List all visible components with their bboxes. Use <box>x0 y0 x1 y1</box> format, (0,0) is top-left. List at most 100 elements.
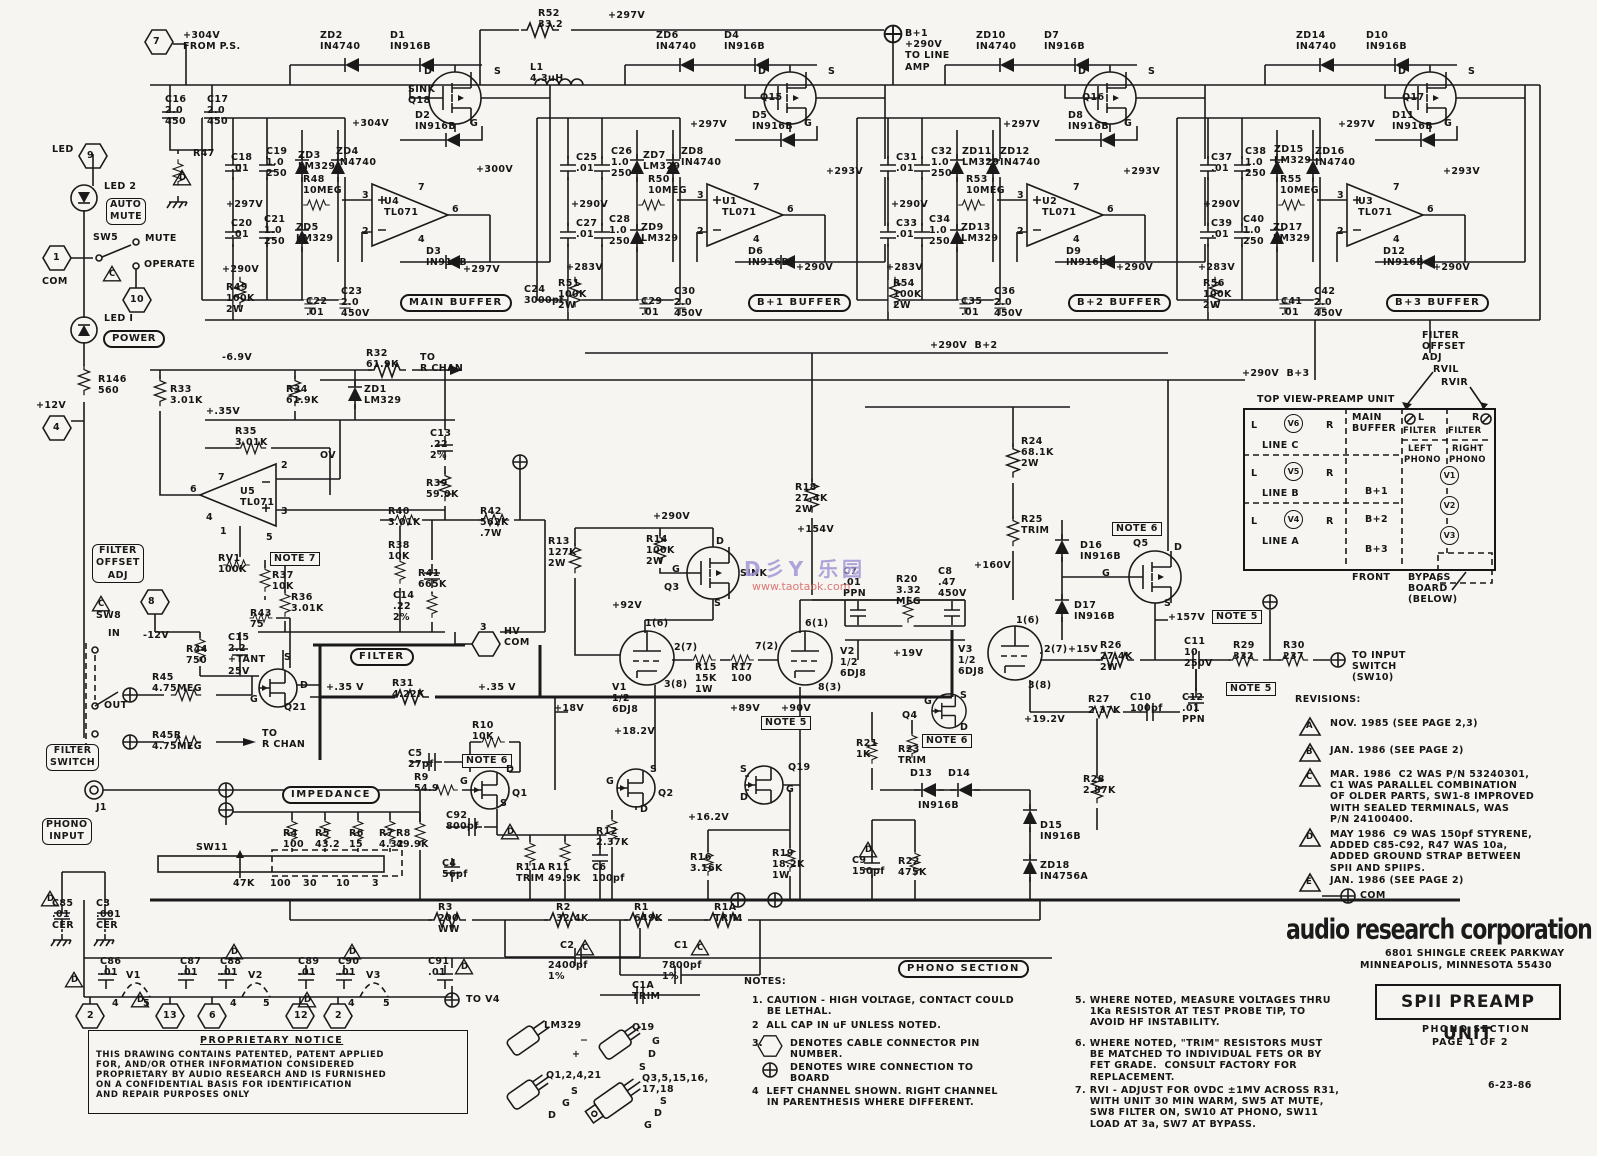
pin-label: 4 <box>230 998 238 1009</box>
voltage: +12V <box>36 400 67 411</box>
label-sw8: SW8 <box>96 610 122 621</box>
part-r20: R20 3.32 MEG <box>896 574 922 608</box>
part-r41: R41 665K <box>418 568 447 591</box>
part-u4: U4 TL071 <box>384 196 419 219</box>
part-d7: D7 IN916B <box>1044 30 1085 53</box>
tv-line-b: LINE B <box>1262 488 1299 499</box>
part-c17: C17 2.0 450 <box>207 94 229 128</box>
pin-label: S <box>1148 66 1156 77</box>
label-filter-switch: FILTER SWITCH <box>46 744 100 771</box>
note-3-num: 3. <box>752 1038 764 1049</box>
label-in: IN <box>108 628 121 639</box>
part-d14: D14 <box>948 768 971 779</box>
tv-v6: V6 <box>1284 414 1303 433</box>
pin-label: 1 <box>220 526 228 537</box>
part-r11: R11 49.9K <box>548 862 581 885</box>
pin-label: G <box>1102 568 1111 579</box>
pin-label: S <box>494 66 502 77</box>
part-c41: C41 .01 <box>1281 296 1303 319</box>
part-c1-value: 7800pf 1% <box>662 960 702 983</box>
voltage: +290V <box>1203 199 1241 210</box>
pin-9: 9 <box>87 150 95 161</box>
pin-label: 2 <box>697 226 705 237</box>
voltage: +293V <box>1123 166 1161 177</box>
note-1: 1. CAUTION - HIGH VOLTAGE, CONTACT COULD… <box>752 995 1015 1018</box>
part-c38: C38 1.0 250 <box>1245 146 1267 180</box>
part-d5: D5 IN916B <box>752 110 793 133</box>
part-zd14: ZD14 IN4740 <box>1296 30 1337 53</box>
part-c39: C39 .01 <box>1211 218 1233 241</box>
part-zd1: ZD1 LM329 <box>364 384 402 407</box>
section-main-buffer: MAIN BUFFER <box>400 294 512 312</box>
part-r18: R18 27.4K 2W <box>795 482 828 516</box>
part-c22: C22 .01 <box>306 296 328 319</box>
pin-label: G <box>652 1036 661 1047</box>
part-d11: D11 IN916B <box>1392 110 1433 133</box>
pin-label: D <box>548 1110 557 1121</box>
pin-label: 4 <box>753 234 761 245</box>
part-c15: C15 2.2 +TANT 25V <box>228 632 266 677</box>
part-r53: R53 10MEG <box>966 174 1005 197</box>
part-c32: C32 1.0 250 <box>931 146 953 180</box>
part-r15: R15 15K 1W <box>695 662 717 696</box>
part-r38: R38 10K <box>388 540 410 563</box>
voltage: +300V <box>476 164 514 175</box>
pin-label: S <box>284 652 292 663</box>
pin-label: S <box>828 66 836 77</box>
label-led: LED <box>52 144 74 155</box>
label-load: 100 <box>270 878 292 889</box>
part-r37: R37 10K <box>272 570 294 593</box>
part-zd7: ZD7 LM329 <box>643 150 681 173</box>
part-r5: R5 43.2 <box>315 828 341 851</box>
pin-label: G <box>470 118 479 129</box>
pin-label: 7 <box>218 472 226 483</box>
part-r31: R31 4.22K <box>392 678 425 701</box>
part-c12: C12 .01 PPN <box>1182 692 1206 726</box>
pin-2: 2 <box>87 1010 95 1021</box>
pin-label: 2(7) <box>1044 644 1068 655</box>
pin-label: 2 <box>1337 226 1345 237</box>
part-r44: R44 750 <box>186 644 208 667</box>
pin-label: 7 <box>1393 182 1401 193</box>
tv-v4: V4 <box>1284 510 1303 529</box>
pin-label: S <box>740 764 748 775</box>
part-zd18: ZD18 IN4756A <box>1040 860 1089 883</box>
note-7: 7. RVI - ADJUST FOR 0VDC ±1MV ACROSS R31… <box>1075 1085 1340 1130</box>
part-r14: R14 100K 2W <box>646 534 675 568</box>
pin-label: G <box>644 1120 653 1131</box>
pin-label: D <box>716 536 725 547</box>
part-zd10: ZD10 IN4740 <box>976 30 1017 53</box>
part-zd16: ZD16 IN4740 <box>1315 146 1356 169</box>
part-c90: C90 .01 <box>338 956 360 979</box>
label-note7: NOTE 7 <box>270 552 320 567</box>
company-address2: MINNEAPOLIS, MINNESOTA 55430 <box>1360 960 1553 971</box>
pin-label: D <box>424 66 433 77</box>
part-rv1: RV1 100K <box>218 553 247 576</box>
part-r40: R40 3.01K <box>388 506 421 529</box>
tv-v5: V5 <box>1284 462 1303 481</box>
part-c85: C85 .01 CER <box>52 898 74 932</box>
tv-right: RIGHT <box>1452 444 1484 454</box>
pin-label: − <box>580 1035 589 1046</box>
part-d15: D15 IN916B <box>1040 820 1081 843</box>
voltage: +18.2V <box>614 726 656 737</box>
pin-label: G <box>250 694 259 705</box>
pin-label: 4 <box>1393 234 1401 245</box>
pin-label: 4 <box>418 234 426 245</box>
pin-label: D <box>654 1108 663 1119</box>
voltage: +283V <box>886 262 924 273</box>
part-c21: C21 1.0 250 <box>264 214 286 248</box>
label-sink: SINK <box>740 568 768 579</box>
part-r45: R45 4.75MEG <box>152 672 202 695</box>
part-r34: R34 61.9K <box>286 384 319 407</box>
tv-rvir: RVIR <box>1441 377 1469 388</box>
voltage: +.35 V <box>326 682 364 693</box>
pin-3: 3 <box>480 622 488 633</box>
part-q17: Q17 <box>1402 92 1425 103</box>
part-c89: C89 .01 <box>298 956 320 979</box>
part-d17: D17 IN916B <box>1074 600 1115 623</box>
part-d13: D13 <box>910 768 933 779</box>
voltage: +89V <box>730 703 761 714</box>
pin-label: S <box>639 1062 647 1073</box>
part-r2: R2 32.4K <box>556 902 589 925</box>
